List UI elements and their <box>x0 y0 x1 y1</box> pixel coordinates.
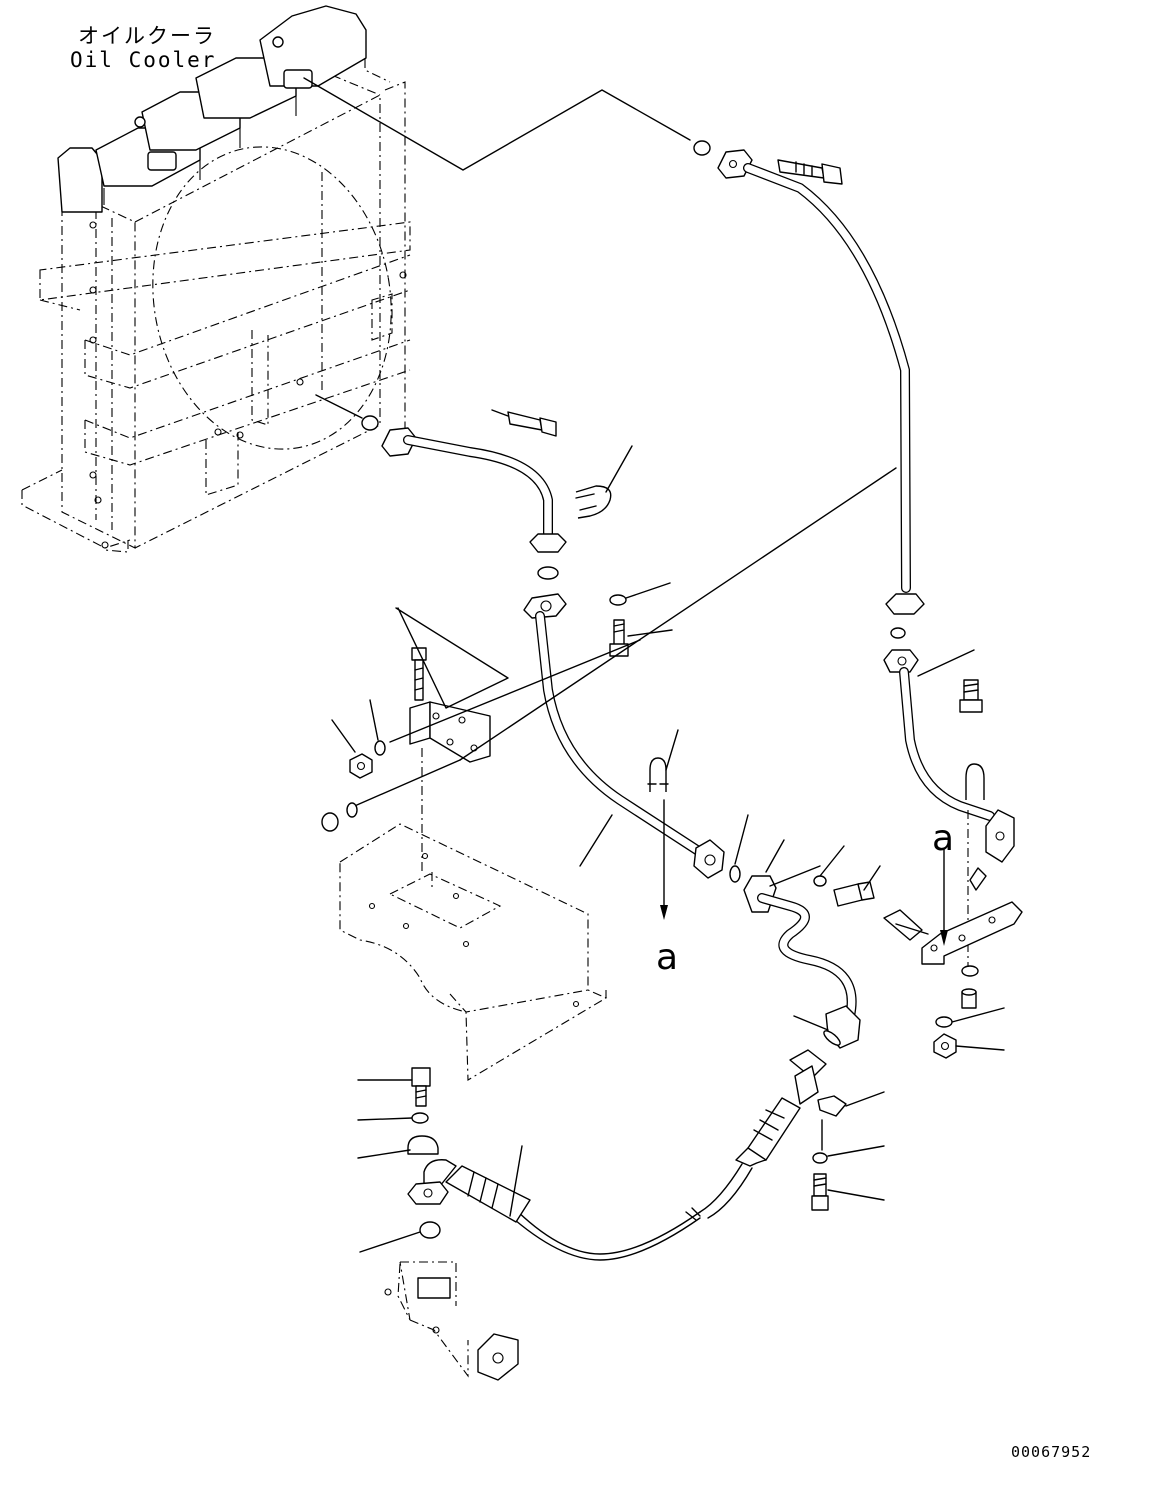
nut-washer-left <box>321 699 386 832</box>
right-bracket-assembly <box>883 649 1023 1059</box>
cooler-top-tanks <box>57 5 367 213</box>
main-pipe <box>523 593 749 883</box>
reference-mark-a-right: a <box>932 818 955 859</box>
mounting-bracket-left <box>349 467 897 872</box>
bolt-washer-upper <box>609 582 673 657</box>
drawing-number: 00067952 <box>1011 1443 1092 1461</box>
elbow-pipe-center <box>743 839 881 1049</box>
leader-lower-port <box>315 394 363 419</box>
reference-mark-a-left: a <box>656 937 679 978</box>
oil-cooler-label-jp: オイルクーラ <box>78 24 216 48</box>
clamp-and-adapter <box>357 1067 519 1381</box>
hose-assembly <box>359 1049 885 1261</box>
floor-plate-outline <box>339 823 608 1081</box>
leader-upper-port <box>303 77 691 171</box>
lower-cooler-pipe <box>361 409 567 580</box>
oil-cooler-label-en: Oil Cooler <box>70 48 217 72</box>
clip-upper <box>575 445 633 519</box>
upper-pipe-right <box>693 140 925 639</box>
clip-center <box>647 729 679 920</box>
